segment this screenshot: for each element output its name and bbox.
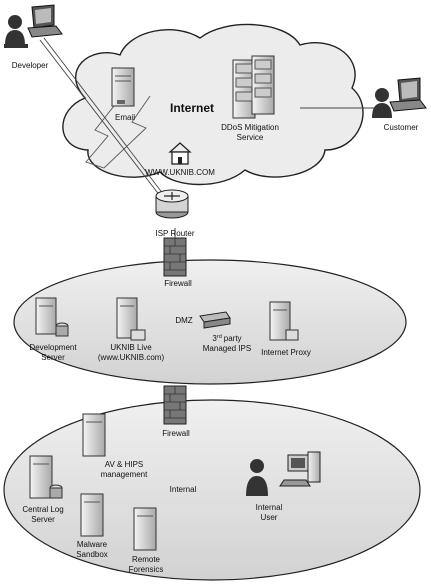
ddos-servers-icon [232,55,275,119]
internet-cloud [62,23,364,186]
internal-zone [3,399,421,581]
link-lightning [85,91,151,169]
internal-user-label-2: User [261,513,278,522]
house-icon [168,142,192,165]
router-icon [155,189,189,219]
firewall-bottom-label: Firewall [162,429,190,438]
uknib-live-label-2: (www.UKNIB.com) [98,353,165,362]
ips-label-2: Managed IPS [203,344,251,353]
dmz-label: DMZ [175,316,192,325]
developer-icon [4,4,63,48]
av-hips-label-1: AV & HIPS [105,460,144,469]
central-log-label-1: Central Log [22,505,63,514]
malware-sandbox-label-2: Sandbox [76,550,108,559]
customer-icon [372,77,427,118]
internal-user-icon [246,451,321,496]
av-hips-server-icon [82,413,106,457]
firewall-top-label: Firewall [164,279,192,288]
uknib-live-server-icon [116,297,146,341]
central-log-label-2: Server [31,515,55,524]
remote-forensics-label-2: Forensics [129,565,164,574]
remote-forensics-server-icon [133,507,157,551]
malware-sandbox-server-icon [80,493,104,537]
link-developer-router-2 [43,37,171,204]
uknib-live-label-1: UKNIB Live [110,343,152,352]
customer-label: Customer [384,123,419,132]
internal-zone-label: Internal [170,485,197,494]
firewall-top-icon [163,237,187,277]
internet-label: Internet [170,101,214,115]
ips-device-icon [199,311,231,329]
website-label: WWW.UKNIB.COM [145,168,215,177]
dev-server-label-1: Development [29,343,77,352]
internet-proxy-server-icon [269,301,299,341]
ddos-label-2: Service [237,133,264,142]
link-developer-router [39,39,168,206]
central-log-server-icon [29,455,63,499]
email-label: Email [115,113,135,122]
dev-server-label-2: Server [41,353,65,362]
firewall-bottom-icon [163,385,187,425]
internal-user-label-1: Internal [256,503,283,512]
malware-sandbox-label-1: Malware [77,540,108,549]
isp-router-label: ISP Router [156,229,195,238]
av-hips-label-2: management [101,470,148,479]
development-server-icon [35,297,69,337]
developer-label: Developer [12,61,49,70]
internet-proxy-label: Internet Proxy [261,348,311,357]
remote-forensics-label-1: Remote [132,555,161,564]
ddos-label-1: DDoS Mitigation [221,123,279,132]
email-server-icon [111,67,135,107]
